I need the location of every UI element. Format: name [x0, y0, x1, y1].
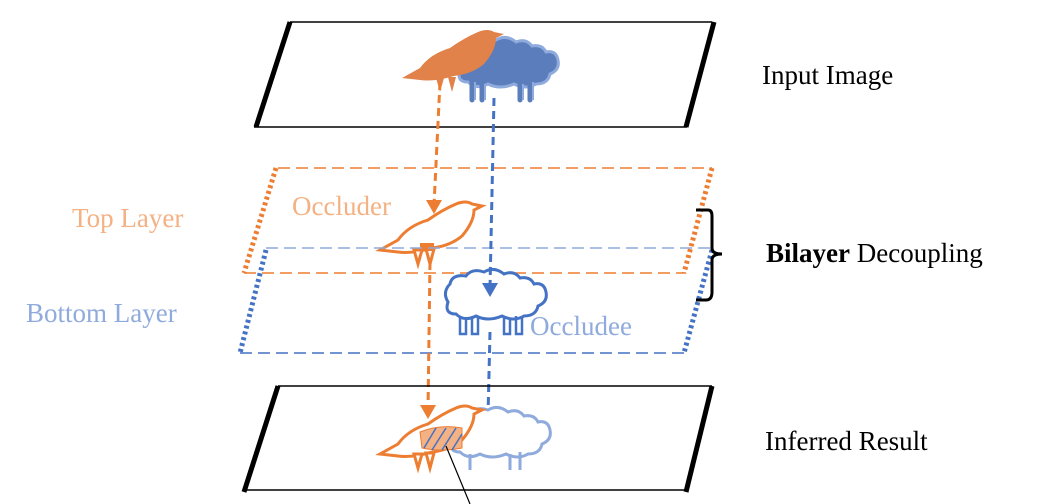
blue-arrow-top: [482, 97, 498, 297]
occluder-mark: [420, 243, 434, 251]
inferred-result-plane: [241, 385, 715, 504]
orange-arrow-bottom: [420, 261, 436, 419]
bilayer-decoupling-label: Bilayer Decoupling: [766, 238, 983, 268]
overlap-region: [419, 426, 463, 451]
top-layer-plane: [241, 167, 715, 274]
top-layer-label: Top Layer: [72, 203, 183, 233]
bilayer-bold-text: Bilayer: [766, 238, 850, 268]
input-image-plane: [253, 21, 717, 128]
bottom-layer-plane: [237, 247, 715, 354]
decoupling-text: Decoupling: [850, 238, 983, 268]
pointer-line: [445, 445, 471, 504]
occluder-label: Occluder: [292, 191, 391, 221]
input-sheep-icon: [455, 35, 560, 100]
bottom-layer-label: Bottom Layer: [26, 298, 177, 328]
inferred-result-label: Inferred Result: [765, 426, 928, 456]
occluder-bird-icon: [378, 200, 484, 266]
occludee-label: Occludee: [530, 311, 632, 341]
bilayer-bracket: [696, 208, 723, 302]
result-sheep-icon: [447, 405, 552, 470]
orange-arrow-top: [426, 81, 442, 214]
input-image-label: Input Image: [762, 60, 893, 90]
occludee-sheep-icon: [443, 267, 548, 336]
